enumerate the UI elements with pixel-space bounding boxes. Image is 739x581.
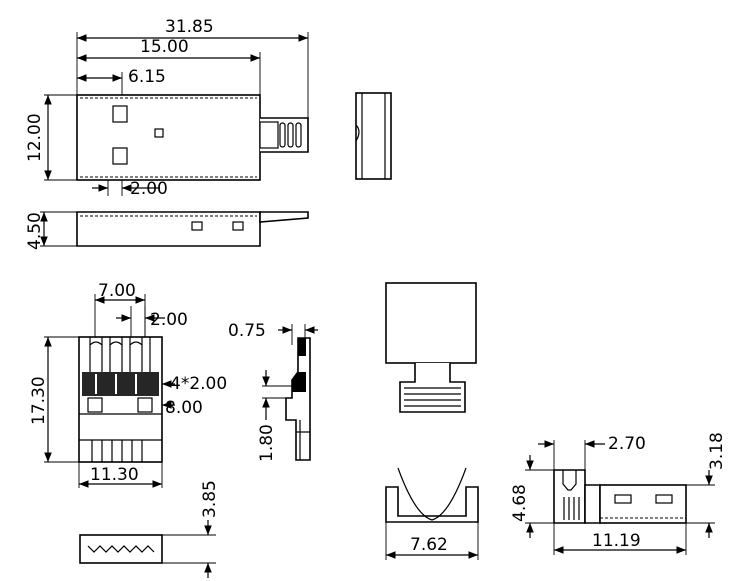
label-housing-length: 11.19 <box>592 531 641 551</box>
label-contact-width: 11.30 <box>90 465 139 485</box>
label-contact-pins: 4*2.00 <box>170 374 227 394</box>
shell-top-view <box>385 282 477 413</box>
side-view: 4.50 <box>25 211 309 250</box>
end-view: 3.85 <box>79 480 220 578</box>
profile-view: 0.75 1.80 <box>228 321 318 462</box>
label-thickness: 4.50 <box>25 212 45 250</box>
label-contact-height: 17.30 <box>29 376 49 425</box>
label-housing-height-total: 4.68 <box>510 484 530 522</box>
label-body-length: 15.00 <box>140 37 189 57</box>
label-hole-offset: 6.15 <box>128 67 166 87</box>
label-profile-thickness: 0.75 <box>228 321 266 341</box>
label-shell-width: 7.62 <box>410 535 448 555</box>
label-profile-offset: 1.80 <box>257 424 277 462</box>
label-housing-height-small: 3.18 <box>707 432 727 470</box>
top-view: 31.85 15.00 6.15 12.00 2.00 <box>25 17 309 199</box>
label-contact-span: 7.00 <box>98 281 136 301</box>
cap-end-view <box>355 92 392 180</box>
label-hole-pitch: 2.00 <box>130 179 168 199</box>
label-pin-length: 8.00 <box>165 398 203 418</box>
label-width: 12.00 <box>25 113 45 162</box>
label-housing-slot: 2.70 <box>608 434 646 454</box>
shell-end-view: 7.62 <box>385 467 479 560</box>
label-overall-length: 31.85 <box>165 17 214 37</box>
label-end-height: 3.85 <box>200 480 220 518</box>
contact-view: 7.00 2.00 17.30 4*2.00 8.0 <box>29 281 227 488</box>
housing-view: 2.70 3.18 4.68 11.19 <box>510 432 727 555</box>
label-contact-pitch: 2.00 <box>150 310 188 330</box>
